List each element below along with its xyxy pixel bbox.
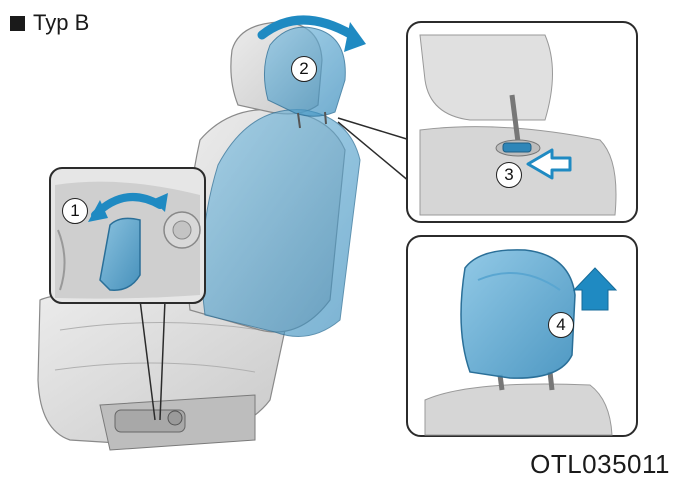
push-arrow [526, 148, 572, 180]
seat-side-control [114, 409, 186, 433]
type-label-text: Typ B [33, 10, 90, 35]
inset-lever-panel [49, 167, 206, 421]
tilted-backrest-overlay [201, 26, 361, 337]
up-arrow [572, 267, 618, 311]
figure-code: OTL035011 [530, 449, 670, 479]
step-2-badge: 2 [291, 56, 317, 82]
bullet-square-icon [10, 15, 25, 31]
step-1-badge: 1 [62, 198, 88, 224]
rotate-arrow-headrest [257, 15, 366, 52]
inset-button-panel [337, 21, 638, 223]
step-3-badge: 3 [496, 162, 522, 188]
inset-headrest-panel [406, 235, 638, 437]
type-label: Typ B [10, 10, 89, 36]
step-4-badge: 4 [548, 312, 574, 338]
release-button [502, 142, 532, 153]
seat-lever [99, 217, 141, 291]
